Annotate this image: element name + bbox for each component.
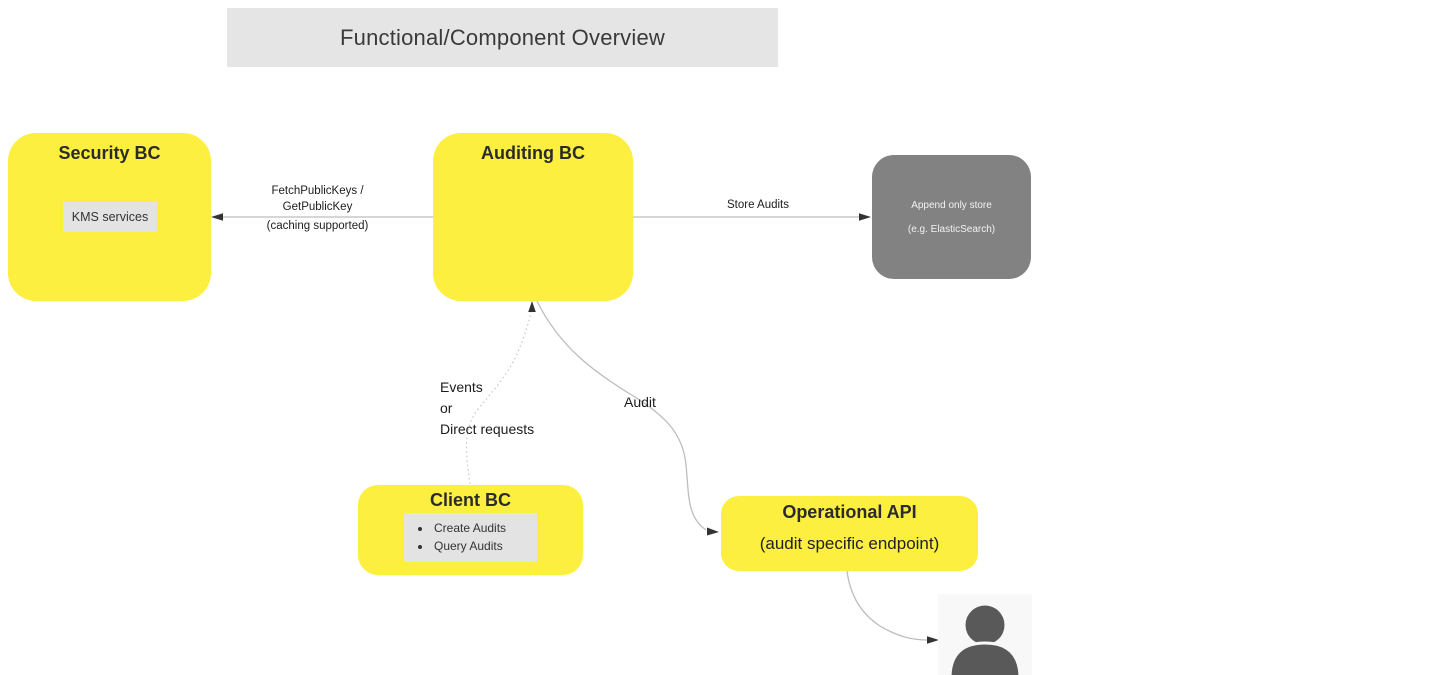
auditing-bc-title: Auditing BC	[481, 143, 585, 163]
operational-api-title: Operational API	[782, 502, 917, 522]
kms-services-chip: KMS services	[63, 202, 157, 232]
capability-item: Create Audits	[432, 519, 537, 537]
diagram-title-banner: Functional/Component Overview	[227, 8, 778, 67]
client-bc-title: Client BC	[430, 490, 511, 510]
arrowhead-into-security	[211, 213, 223, 221]
events-line3: Direct requests	[440, 421, 535, 437]
node-operational-api: Operational API (audit specific endpoint…	[721, 496, 978, 571]
events-line1: Events	[440, 379, 483, 395]
arrowhead-into-auditing	[528, 301, 536, 312]
label-events-or-direct-requests: Events or Direct requests	[440, 377, 534, 440]
fetchpublickeys-line2: GetPublicKey	[282, 201, 353, 213]
kms-services-label: KMS services	[71, 210, 149, 224]
edge-api-to-user	[846, 570, 929, 641]
operational-api-subtitle: (audit specific endpoint)	[759, 534, 940, 553]
events-line2: or	[440, 400, 453, 416]
label-store-audits: Store Audits	[726, 199, 789, 211]
capability-item: Query Audits	[432, 537, 537, 555]
diagram-title: Functional/Component Overview	[340, 24, 665, 50]
append-store-line1: Append only store	[911, 199, 992, 211]
node-append-only-store: Append only store (e.g. ElasticSearch)	[872, 155, 1031, 279]
label-caching-supported: (caching supported)	[266, 220, 369, 232]
arrowhead-into-store	[859, 213, 871, 221]
node-auditing-bc: Auditing BC	[433, 133, 633, 301]
client-bc-capabilities-panel: Create Audits Query Audits	[404, 513, 537, 562]
append-store-line2: (e.g. ElasticSearch)	[907, 223, 996, 235]
client-bc-capabilities-list: Create Audits Query Audits	[404, 519, 537, 555]
arrowhead-into-api	[707, 527, 719, 536]
person-icon	[948, 605, 1022, 675]
fetchpublickeys-line1: FetchPublicKeys /	[271, 185, 364, 197]
label-fetchpublickeys: FetchPublicKeys / GetPublicKey	[230, 183, 405, 215]
user-tile	[938, 594, 1032, 675]
label-audit: Audit	[624, 394, 656, 410]
security-bc-title: Security BC	[58, 143, 161, 163]
